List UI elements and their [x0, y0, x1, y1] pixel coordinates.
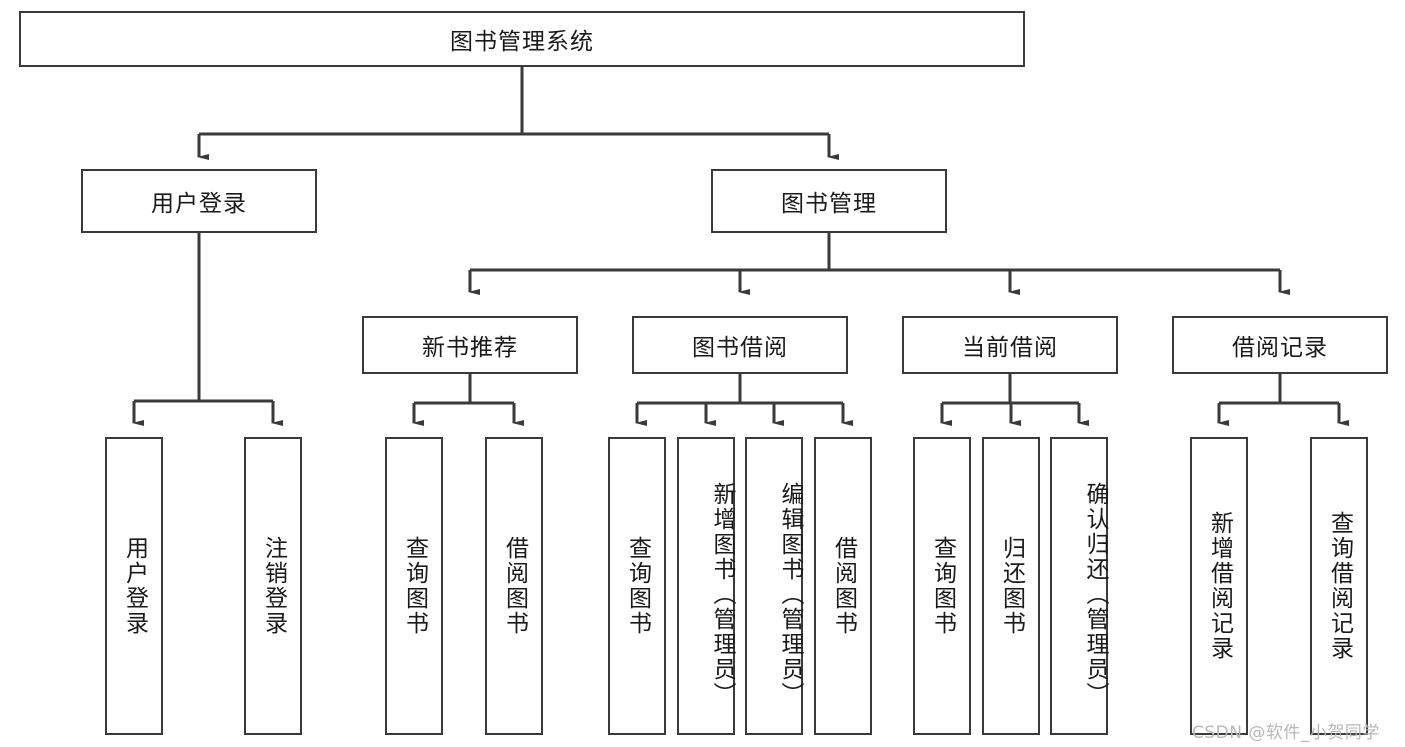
node-label: 借阅记录 [1232, 335, 1328, 361]
node-book-borrow[interactable]: 图书借阅 [632, 316, 848, 374]
node-leaf-add-book[interactable]: 新增图书（管理员） [677, 437, 735, 735]
node-system-title[interactable]: 图书管理系统 [19, 11, 1025, 67]
node-new-book-recommend[interactable]: 新书推荐 [362, 316, 578, 374]
node-label: 新书推荐 [422, 335, 518, 361]
node-label: 查询图书 [624, 536, 651, 636]
node-label: 新增借阅记录 [1206, 511, 1233, 661]
node-label: 注销登录 [260, 536, 287, 636]
node-book-manage[interactable]: 图书管理 [711, 169, 947, 233]
node-leaf-borrow-book-2[interactable]: 借阅图书 [814, 437, 872, 735]
csdn-watermark: CSDN @软件_小贺同学 [1192, 723, 1380, 743]
node-label: 新增图书（管理员） [709, 481, 735, 707]
node-leaf-query-book-2[interactable]: 查询图书 [608, 437, 666, 735]
node-leaf-logout[interactable]: 注销登录 [244, 437, 302, 735]
node-label: 编辑图书（管理员） [777, 481, 803, 707]
node-user-login[interactable]: 用户登录 [81, 169, 317, 233]
node-label: 借阅图书 [830, 536, 857, 636]
node-label: 图书管理 [781, 191, 877, 217]
node-label: 当前借阅 [962, 335, 1058, 361]
node-leaf-borrow-book-1[interactable]: 借阅图书 [485, 437, 543, 735]
node-leaf-query-book-1[interactable]: 查询图书 [385, 437, 443, 735]
node-leaf-confirm-return[interactable]: 确认归还（管理员） [1050, 437, 1108, 735]
node-leaf-query-record[interactable]: 查询借阅记录 [1310, 437, 1368, 735]
node-label: 确认归还（管理员） [1082, 481, 1108, 707]
node-label: 查询借阅记录 [1326, 511, 1353, 661]
node-leaf-return-book[interactable]: 归还图书 [982, 437, 1040, 735]
node-leaf-add-record[interactable]: 新增借阅记录 [1190, 437, 1248, 735]
node-leaf-edit-book[interactable]: 编辑图书（管理员） [745, 437, 803, 735]
node-label: 查询图书 [929, 536, 956, 636]
node-current-borrow[interactable]: 当前借阅 [902, 316, 1118, 374]
node-label: 图书借阅 [692, 335, 788, 361]
node-label: 查询图书 [401, 536, 428, 636]
node-label: 用户登录 [121, 536, 148, 636]
node-leaf-user-login[interactable]: 用户登录 [105, 437, 163, 735]
node-borrow-record[interactable]: 借阅记录 [1172, 316, 1388, 374]
node-label: 用户登录 [151, 191, 247, 217]
node-label: 图书管理系统 [450, 29, 594, 55]
node-label: 借阅图书 [501, 536, 528, 636]
node-leaf-query-book-3[interactable]: 查询图书 [913, 437, 971, 735]
node-label: 归还图书 [998, 536, 1025, 636]
